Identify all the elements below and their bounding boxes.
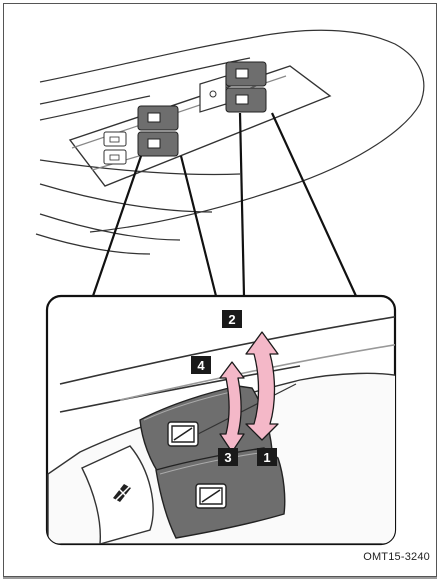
window-down-icon — [196, 484, 226, 508]
panel-mirror-buttons — [104, 132, 126, 164]
svg-text:4: 4 — [197, 358, 205, 373]
svg-text:2: 2 — [228, 312, 235, 327]
svg-text:3: 3 — [224, 450, 231, 465]
callout-3: 3 — [218, 448, 238, 466]
panel-rear-switches — [226, 62, 266, 112]
callout-2: 2 — [222, 310, 242, 328]
callout-1: 1 — [257, 448, 277, 466]
callout-4: 4 — [191, 356, 211, 374]
svg-text:1: 1 — [263, 450, 270, 465]
panel-lock-switch — [200, 76, 226, 112]
figure-code: OMT15-3240 — [363, 551, 430, 563]
panel-front-switches — [138, 106, 178, 156]
leader-lines — [93, 113, 356, 296]
window-down-icon — [168, 422, 198, 446]
